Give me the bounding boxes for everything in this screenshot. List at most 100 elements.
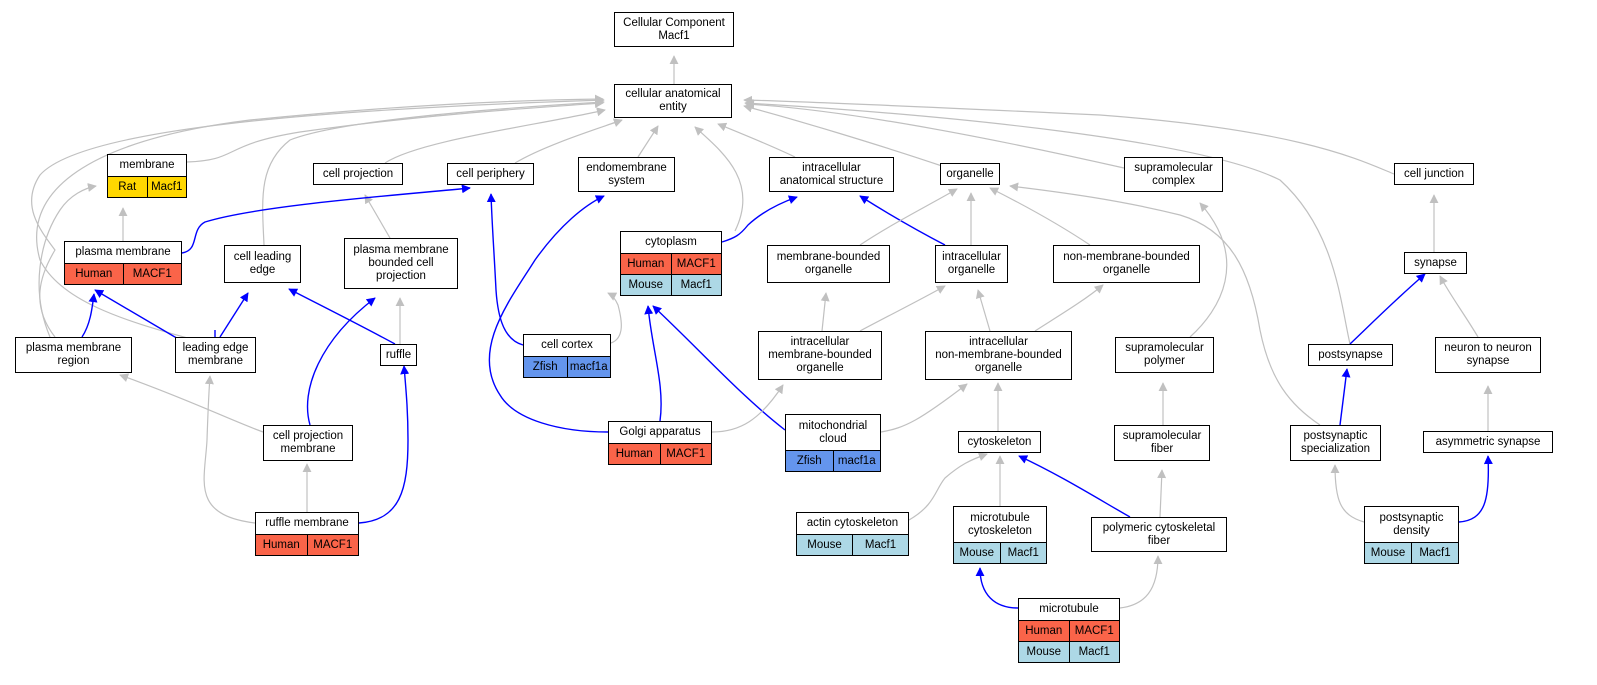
species-cell: Human bbox=[609, 444, 660, 464]
node-supracomplex[interactable]: supramolecular complex bbox=[1124, 157, 1223, 192]
node-cae[interactable]: cellular anatomical entity bbox=[614, 84, 732, 118]
edge-psd_spec-to-organelle bbox=[1009, 182, 1321, 426]
node-nmbo[interactable]: non-membrane-bounded organelle bbox=[1053, 245, 1200, 283]
species-cell: Human bbox=[1019, 621, 1069, 641]
node-label: cell cortex bbox=[541, 339, 593, 351]
node-label: cell junction bbox=[1403, 167, 1465, 180]
node-inmbo[interactable]: intracellular non-membrane-bounded organ… bbox=[925, 331, 1072, 380]
edge-intraorg-to-ias bbox=[859, 195, 946, 246]
node-label: postsynapse bbox=[1318, 348, 1383, 361]
node-cellperiph[interactable]: cell periphery bbox=[447, 163, 534, 185]
species-cell: Mouse bbox=[954, 543, 1000, 563]
node-mbo[interactable]: membrane-bounded organelle bbox=[767, 245, 890, 283]
edge-golgi-to-endomem bbox=[488, 195, 609, 433]
node-n2n[interactable]: neuron to neuron synapse bbox=[1435, 337, 1541, 373]
node-label: ruffle membrane bbox=[265, 517, 349, 529]
node-label: membrane-bounded organelle bbox=[776, 251, 881, 276]
node-ruffle[interactable]: ruffle bbox=[380, 344, 417, 366]
edge-ias-to-cae bbox=[717, 122, 796, 158]
node-intraorg[interactable]: intracellular organelle bbox=[935, 245, 1008, 283]
gene-cell: Macf1 bbox=[670, 275, 721, 295]
node-asymsyn[interactable]: asymmetric synapse bbox=[1423, 431, 1553, 453]
edge-pmregion-to-membrane bbox=[38, 183, 97, 338]
node-psd_spec[interactable]: postsynaptic specialization bbox=[1290, 425, 1381, 461]
edge-rufflemem-to-ruffle bbox=[358, 365, 410, 524]
gene-cell: Macf1 bbox=[146, 177, 186, 197]
species-cell: Mouse bbox=[797, 535, 852, 555]
node-label: Cellular Component Macf1 bbox=[623, 16, 725, 42]
node-label: polymeric cytoskeletal fiber bbox=[1102, 521, 1216, 547]
edge-golgi-to-cytoplasm bbox=[644, 305, 662, 422]
species-cell: Human bbox=[256, 535, 307, 555]
edge-cellcortex-to-cytoplasm bbox=[607, 292, 622, 344]
node-cellproj[interactable]: cell projection bbox=[313, 163, 403, 185]
gene-cell: MACF1 bbox=[659, 444, 711, 464]
node-root[interactable]: Cellular Component Macf1 bbox=[614, 12, 734, 47]
node-label: intracellular non-membrane-bounded organ… bbox=[935, 336, 1062, 374]
edge-psd-to-psd_spec bbox=[1330, 464, 1365, 523]
edge-suprapolymer-to-supracomplex bbox=[1189, 202, 1228, 338]
node-label: intracellular organelle bbox=[942, 251, 1001, 276]
node-cellleading[interactable]: cell leading edge bbox=[224, 245, 301, 283]
node-pmbcp[interactable]: plasma membrane bounded cell projection bbox=[344, 238, 458, 289]
gene-cell: Macf1 bbox=[852, 535, 908, 555]
node-endomem[interactable]: endomembrane system bbox=[578, 157, 675, 192]
node-label: neuron to neuron synapse bbox=[1444, 342, 1532, 367]
edge-celljunction-to-cae bbox=[743, 95, 1395, 175]
edge-imbo-to-intraorg bbox=[859, 285, 946, 332]
node-organelle[interactable]: organelle bbox=[940, 163, 1000, 185]
node-label: cytoskeleton bbox=[967, 435, 1032, 448]
edge-mitocloud-to-cytoplasm bbox=[652, 305, 786, 431]
gene-cell: Macf1 bbox=[999, 543, 1046, 563]
node-imbo[interactable]: intracellular membrane-bounded organelle bbox=[758, 331, 882, 380]
node-cytoskeleton[interactable]: cytoskeleton bbox=[958, 431, 1041, 453]
species-cell: Mouse bbox=[1019, 642, 1069, 662]
node-celljunction[interactable]: cell junction bbox=[1394, 163, 1474, 185]
species-cell: Mouse bbox=[621, 275, 671, 295]
edge-nmbo-to-organelle bbox=[989, 187, 1091, 246]
node-label: membrane bbox=[119, 159, 175, 171]
node-postsynapse[interactable]: postsynapse bbox=[1308, 344, 1393, 366]
node-label: asymmetric synapse bbox=[1435, 435, 1541, 448]
node-label: supramolecular polymer bbox=[1125, 342, 1204, 367]
node-suprapolymer[interactable]: supramolecular polymer bbox=[1115, 337, 1214, 373]
edge-cpm-to-pmbcp bbox=[306, 297, 376, 426]
node-pmregion[interactable]: plasma membrane region bbox=[15, 337, 132, 373]
gene-cell: Macf1 bbox=[1068, 642, 1119, 662]
edge-organelle-to-cae bbox=[743, 103, 946, 168]
node-label: microtubule cytoskeleton bbox=[968, 511, 1032, 537]
node-label: leading edge membrane bbox=[182, 342, 249, 367]
node-label: cellular anatomical entity bbox=[625, 88, 721, 113]
edge-inmbo-to-nmbo bbox=[1034, 284, 1104, 332]
node-suprafiber[interactable]: supramolecular fiber bbox=[1114, 425, 1210, 461]
node-cpm[interactable]: cell projection membrane bbox=[263, 425, 353, 461]
node-label: endomembrane system bbox=[586, 161, 667, 187]
node-polyfiber[interactable]: polymeric cytoskeletal fiber bbox=[1091, 517, 1227, 552]
edge-rufflemem-to-lem bbox=[203, 375, 256, 524]
edge-polyfiber-to-suprafiber bbox=[1157, 469, 1167, 518]
edge-psd-to-asymsyn bbox=[1458, 455, 1493, 523]
species-cell: Zfish bbox=[524, 357, 567, 377]
gene-cell: macf1a bbox=[566, 357, 610, 377]
node-synapse[interactable]: synapse bbox=[1404, 252, 1467, 274]
node-lem[interactable]: leading edge membrane bbox=[175, 337, 256, 373]
edge-cellperiph-to-cae bbox=[514, 118, 623, 164]
node-ias[interactable]: intracellular anatomical structure bbox=[769, 157, 894, 192]
species-cell: Mouse bbox=[1365, 543, 1411, 563]
